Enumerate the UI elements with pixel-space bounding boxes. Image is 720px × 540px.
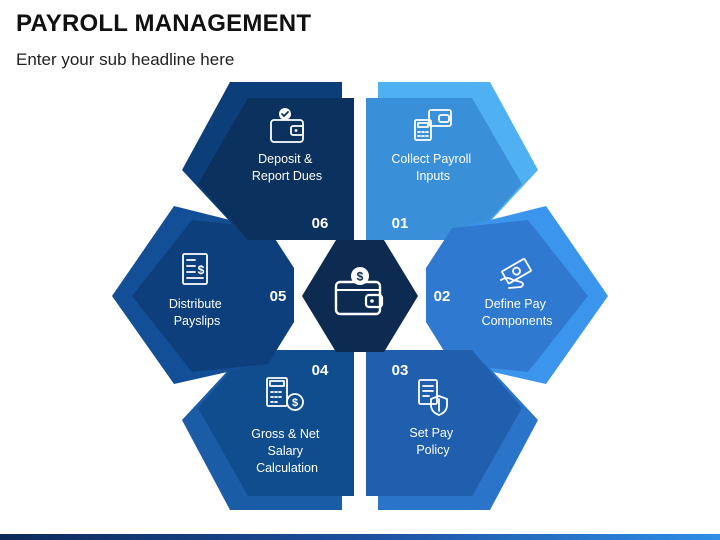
page-title: PAYROLL MANAGEMENT (16, 10, 312, 37)
step-01-label: Collect Payroll Inputs (391, 152, 474, 183)
bottom-accent-bar (0, 534, 720, 540)
step-06[interactable]: Deposit & Report Dues 06 (182, 82, 354, 240)
svg-text:$: $ (357, 270, 364, 284)
step-02[interactable]: Define Pay Components 02 (426, 206, 608, 384)
wallet-check-icon (270, 108, 304, 143)
step-04-panel (198, 350, 354, 496)
step-01[interactable]: Collect Payroll Inputs 01 (366, 82, 538, 240)
step-06-label: Deposit & Report Dues (252, 152, 322, 183)
payslip-icon: $ (182, 253, 208, 285)
step-05-panel (132, 220, 294, 372)
step-01-number: 01 (392, 215, 409, 232)
step-02-panel (426, 220, 588, 372)
center-hexagon (302, 240, 418, 352)
step-02-number: 02 (434, 288, 451, 305)
calculator-wallet-icon (414, 109, 452, 141)
step-06-number: 06 (312, 215, 329, 232)
center-hub: $ (302, 240, 418, 352)
money-hand-icon (500, 258, 532, 289)
policy-shield-icon (418, 379, 448, 416)
svg-text:$: $ (198, 263, 205, 277)
step-04-number: 04 (312, 362, 329, 379)
step-03-number: 03 (392, 362, 409, 379)
page-subtitle: Enter your sub headline here (16, 50, 235, 69)
calculator-money-icon: $ (266, 377, 304, 411)
wallet-dollar-icon: $ (334, 267, 384, 316)
step-01-panel (366, 98, 522, 240)
step-03[interactable]: Set Pay Policy 03 (366, 350, 538, 510)
step-04-label: Gross & Net Salary Calculation (251, 427, 323, 475)
step-05[interactable]: $ Distribute Payslips 05 (112, 206, 294, 384)
step-02-label: Define Pay Components (482, 297, 553, 328)
step-05-number: 05 (270, 288, 287, 305)
step-06-panel (198, 98, 354, 240)
step-04[interactable]: $ Gross & Net Salary Calculation 04 (182, 350, 354, 510)
step-05-label: Distribute Payslips (169, 297, 225, 328)
step-03-label: Set Pay Policy (409, 426, 456, 457)
step-03-panel (366, 350, 522, 496)
svg-text:$: $ (292, 397, 298, 409)
